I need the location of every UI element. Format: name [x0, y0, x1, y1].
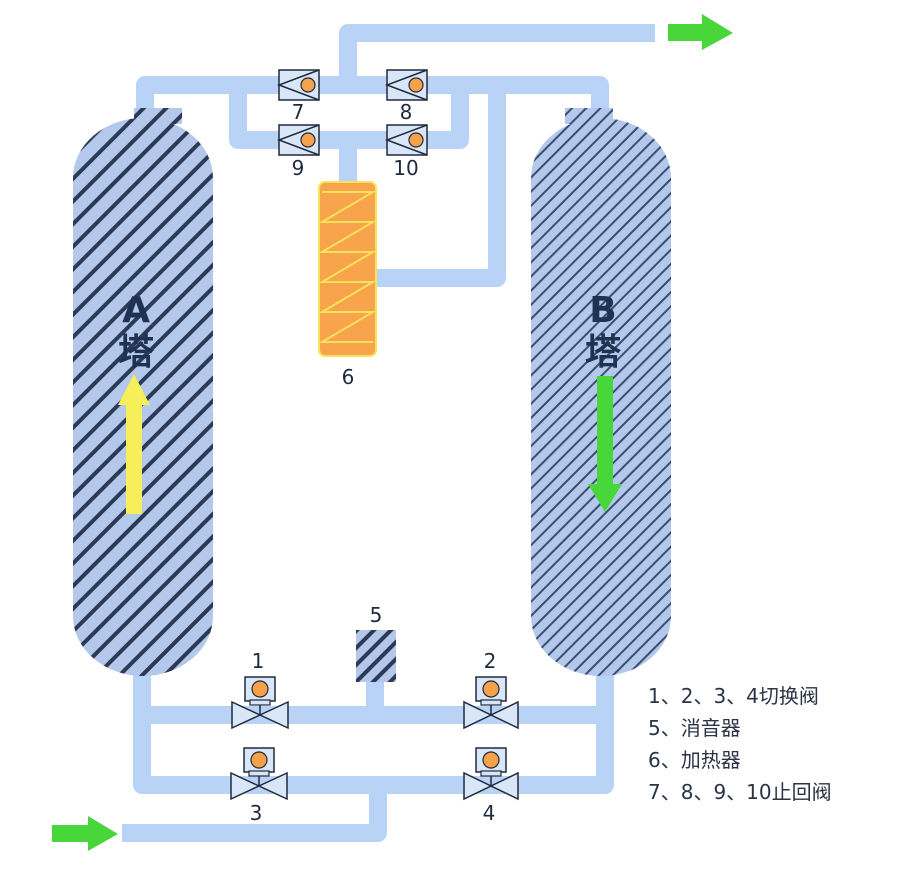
tower-a-word: 塔	[118, 332, 155, 373]
pipe-outlet	[339, 24, 655, 85]
switching-valve-1-number: 1	[252, 649, 265, 673]
inlet-arrow	[52, 816, 118, 851]
tower-a: A 塔	[73, 108, 213, 676]
pipe-top-outer-loop	[136, 76, 609, 115]
muffler-number: 5	[370, 603, 383, 627]
tower-b-letter: B	[589, 290, 616, 331]
legend: 1、2、3、4切换阀 5、消音器 6、加热器 7、8、9、10止回阀	[648, 680, 832, 808]
legend-item-check-valves: 7、8、9、10止回阀	[648, 780, 832, 804]
legend-item-muffler: 5、消音器	[648, 716, 741, 740]
heater: 6	[318, 181, 377, 389]
pipe-heater-return	[376, 85, 506, 287]
switching-valve-1: 1	[231, 649, 289, 730]
check-valve-7: 7	[276, 69, 320, 124]
switching-valve-3: 3	[230, 747, 288, 825]
check-valve-9: 9	[276, 124, 320, 180]
legend-item-heater: 6、加热器	[648, 748, 741, 772]
switching-valve-2: 2	[463, 649, 519, 730]
outlet-arrow	[668, 14, 733, 50]
switching-valve-2-number: 2	[484, 649, 497, 673]
tower-a-up-arrow	[118, 374, 150, 514]
tower-b-word: 塔	[585, 332, 622, 373]
check-valve-8: 8	[384, 69, 428, 124]
heater-coil	[318, 191, 377, 343]
muffler: 5	[356, 603, 396, 682]
switching-valve-4-number: 4	[483, 801, 496, 825]
heater-number: 6	[342, 365, 355, 389]
tower-a-letter: A	[122, 290, 150, 331]
check-valve-8-number: 8	[400, 100, 413, 124]
pipe-inlet	[122, 785, 387, 842]
tower-b-down-arrow	[588, 376, 622, 512]
switching-valve-4: 4	[463, 747, 519, 825]
check-valve-10: 10	[384, 124, 428, 180]
check-valve-9-number: 9	[292, 156, 305, 180]
tower-b: B 塔	[531, 108, 671, 676]
switching-valve-3-number: 3	[250, 801, 263, 825]
check-valve-10-number: 10	[393, 156, 418, 180]
pipe-network	[122, 24, 655, 842]
legend-item-switching-valves: 1、2、3、4切换阀	[648, 684, 819, 708]
check-valve-7-number: 7	[292, 100, 305, 124]
